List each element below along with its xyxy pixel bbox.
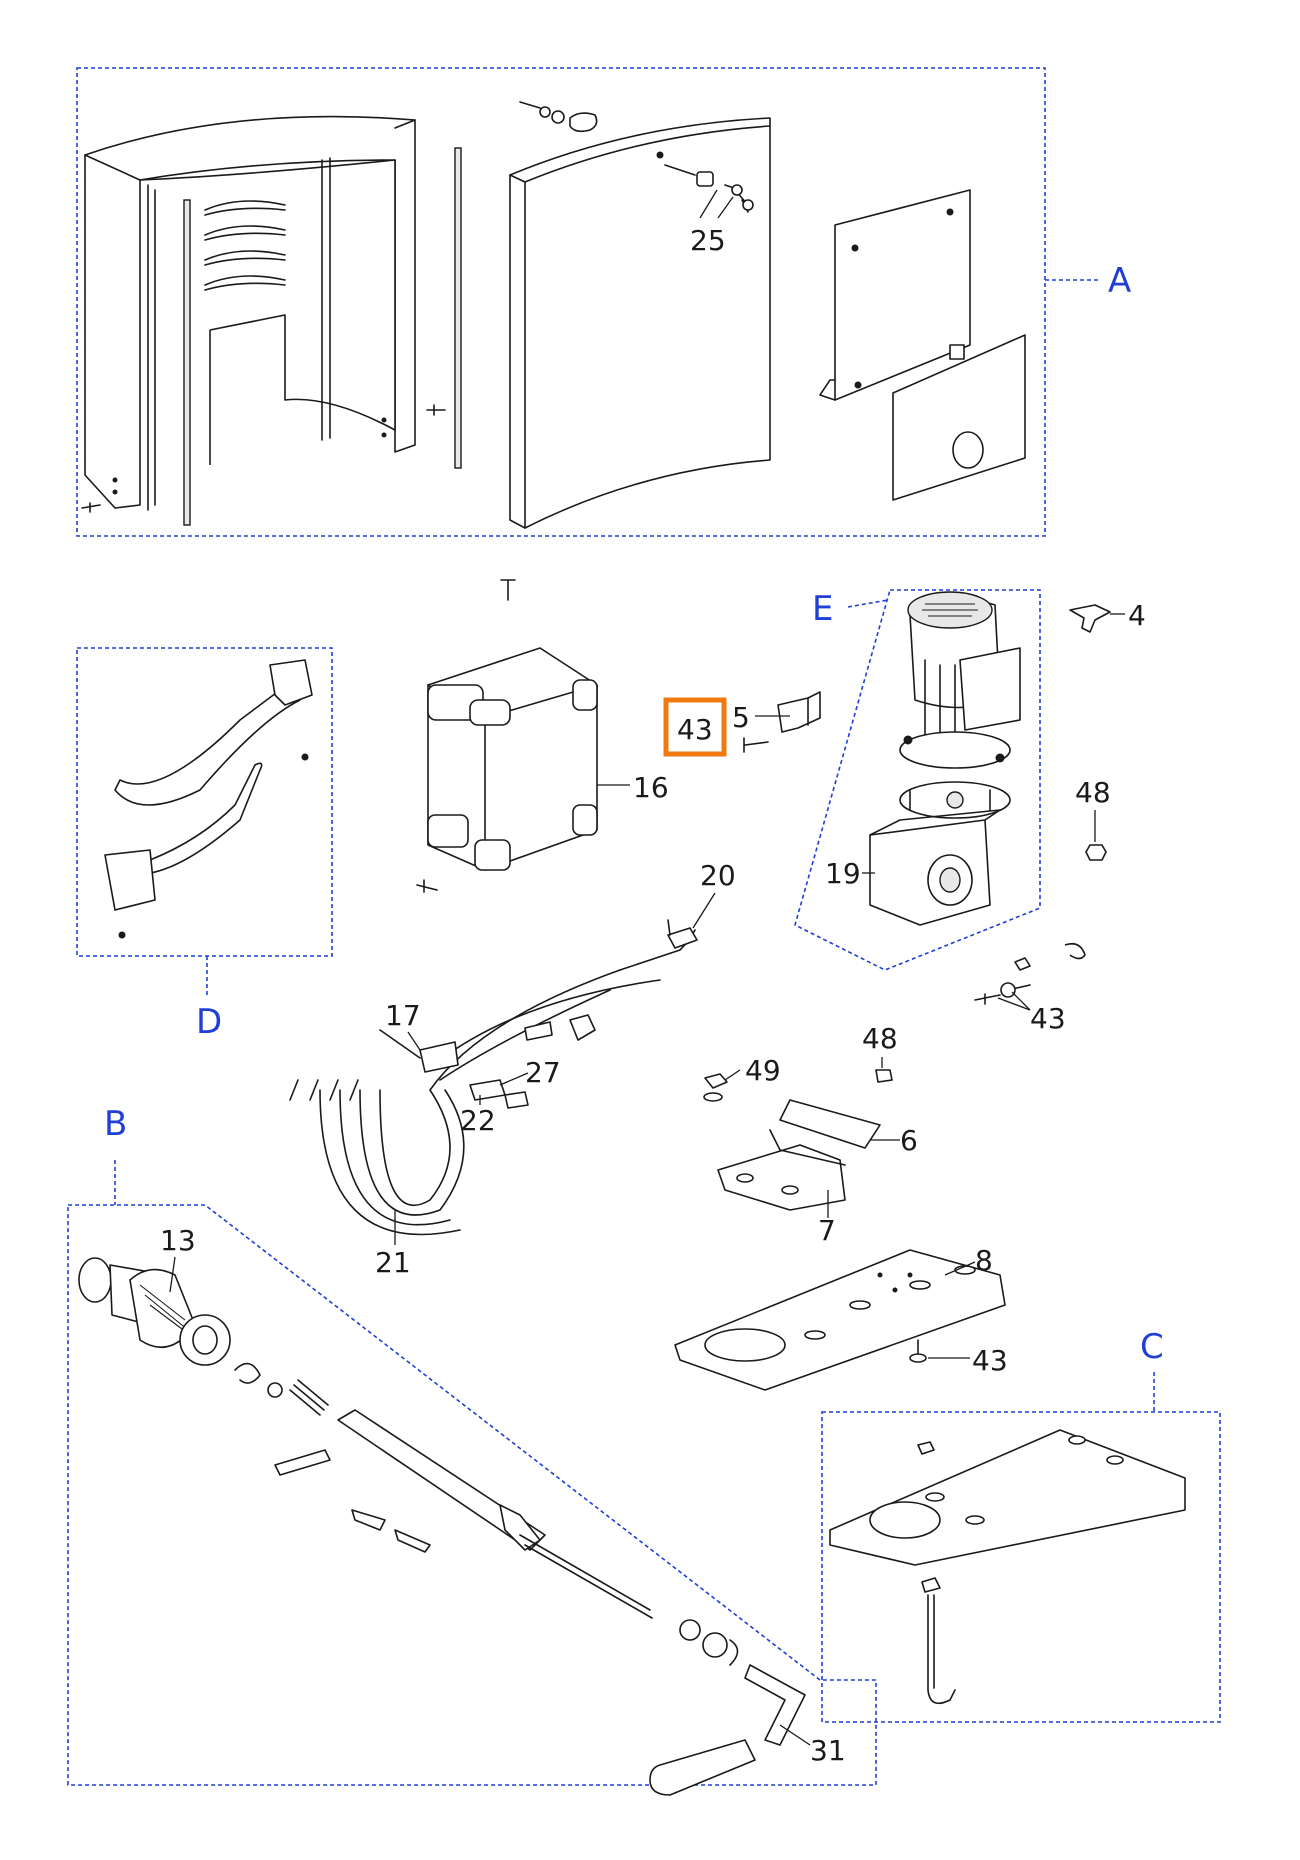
part-label-20: 20 bbox=[700, 859, 736, 892]
bracket-4-part: 4 bbox=[1069, 599, 1146, 633]
group-c-outline bbox=[821, 1411, 1221, 1723]
screw-icon bbox=[500, 579, 516, 601]
part-label-5: 5 bbox=[732, 701, 750, 734]
group-e: E 19 bbox=[794, 589, 1041, 971]
part-label-43-highlight: 43 bbox=[677, 713, 713, 746]
part-label-17: 17 bbox=[385, 999, 421, 1032]
part-label-43-plate: 43 bbox=[972, 1344, 1008, 1377]
group-e-label: E bbox=[812, 589, 833, 629]
part-label-43-motor: 43 bbox=[1030, 1002, 1066, 1035]
part-label-49: 49 bbox=[745, 1054, 781, 1087]
housing-cover-part bbox=[84, 115, 416, 511]
group-d: D bbox=[76, 647, 333, 1042]
bracket-5-part: 5 bbox=[732, 691, 821, 753]
highlighted-part-43: 43 bbox=[663, 697, 727, 757]
crank-handle-31-part: 31 bbox=[649, 1664, 846, 1796]
gear-13-part: 13 bbox=[78, 1224, 231, 1366]
part-label-48-bottom: 48 bbox=[862, 1022, 898, 1055]
highlight-box bbox=[663, 697, 727, 757]
lock-with-keys-part: 25 bbox=[664, 164, 754, 257]
group-a: A bbox=[76, 67, 1131, 537]
group-b: B 13 bbox=[67, 1104, 877, 1796]
part-label-4: 4 bbox=[1128, 599, 1146, 632]
bracket-7-part: 7 bbox=[717, 1129, 846, 1247]
seal-strip-left bbox=[183, 199, 191, 526]
group-a-outline bbox=[76, 67, 1046, 537]
group-c-label: C bbox=[1140, 1327, 1164, 1367]
front-door-panel bbox=[509, 117, 771, 529]
nut-48-bottom-part: 48 bbox=[862, 1022, 898, 1083]
part-label-31: 31 bbox=[810, 1734, 846, 1767]
group-a-label: A bbox=[1108, 261, 1131, 301]
motor-part bbox=[899, 591, 1021, 769]
group-e-outline bbox=[794, 589, 1041, 971]
motor-hardware-part: 43 bbox=[974, 942, 1086, 1035]
group-c: C bbox=[821, 1327, 1221, 1723]
part-label-22: 22 bbox=[460, 1104, 496, 1137]
screw-43-plate-part: 43 bbox=[909, 1339, 1008, 1377]
rail-6-part: 6 bbox=[779, 1099, 918, 1157]
part-label-25: 25 bbox=[690, 224, 726, 257]
control-box-part: 16 bbox=[416, 647, 669, 893]
group-d-outline bbox=[76, 647, 333, 957]
nut-48-top-part: 48 bbox=[1075, 776, 1111, 861]
group-d-label: D bbox=[196, 1002, 222, 1042]
part-label-16: 16 bbox=[633, 771, 669, 804]
wiring-harness: 17 27 22 20 21 bbox=[289, 859, 736, 1279]
nut-49-part: 49 bbox=[703, 1054, 781, 1102]
drive-shaft-part bbox=[234, 1362, 739, 1666]
part-label-8: 8 bbox=[975, 1244, 993, 1277]
part-label-21: 21 bbox=[375, 1246, 411, 1279]
mounting-bracket-part bbox=[819, 189, 1026, 501]
part-label-19: 19 bbox=[825, 857, 861, 890]
anchor-plate-part bbox=[829, 1429, 1186, 1566]
screw-icon bbox=[81, 101, 598, 513]
gearbox-19-part: 19 bbox=[825, 781, 1011, 926]
base-plate-8-part: 8 bbox=[674, 1244, 1006, 1391]
part-label-13: 13 bbox=[160, 1224, 196, 1257]
group-b-outline bbox=[67, 1204, 877, 1786]
seal-strip-middle bbox=[454, 147, 462, 469]
part-label-48-top: 48 bbox=[1075, 776, 1111, 809]
release-lever-part bbox=[104, 659, 313, 939]
anchor-bolt-part bbox=[921, 1577, 956, 1705]
part-label-6: 6 bbox=[900, 1124, 918, 1157]
group-b-label: B bbox=[104, 1104, 127, 1144]
part-label-27: 27 bbox=[525, 1056, 561, 1089]
part-label-7: 7 bbox=[818, 1214, 836, 1247]
